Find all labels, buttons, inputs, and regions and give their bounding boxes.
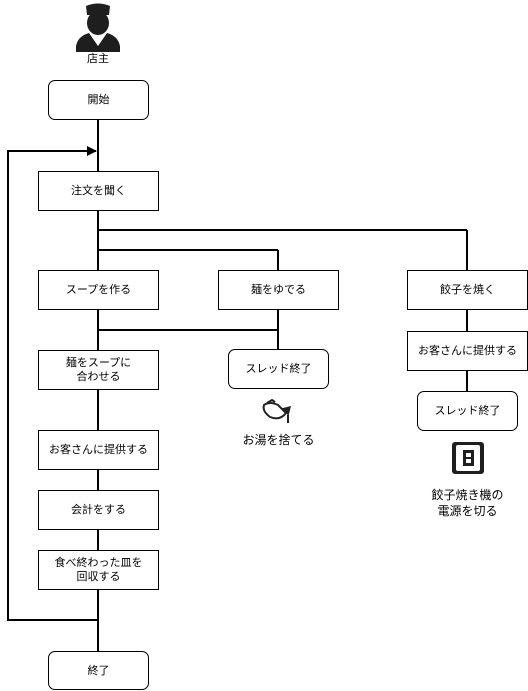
serve-customer-node-right[interactable]: お客さんに提供する [407, 331, 528, 371]
make-soup-node[interactable]: スープを作る [38, 270, 159, 310]
combine-noodles-soup-node[interactable]: 麺をスープに 合わせる [38, 350, 159, 390]
take-order-node[interactable]: 注文を聞く [38, 171, 159, 211]
thread-end-node-middle[interactable]: スレッド終了 [228, 349, 329, 389]
grill-gyoza-node[interactable]: 餃子を焼く [407, 270, 528, 310]
discard-water-label: お湯を捨てる [242, 433, 315, 447]
kettle-pour-icon [262, 399, 292, 423]
end-node[interactable]: 終了 [48, 651, 149, 690]
collect-plates-node[interactable]: 食べ終わった皿を 回収する [38, 550, 159, 590]
checkout-node[interactable]: 会計をする [38, 490, 159, 530]
connector-loop-back [7, 146, 98, 621]
power-switch-icon [452, 442, 484, 474]
start-node[interactable]: 開始 [48, 80, 149, 120]
chef-person-icon [76, 3, 120, 52]
power-off-label: 餃子焼き機の 電源を切る [431, 488, 504, 518]
actor-label: 店主 [87, 52, 109, 65]
boil-noodles-node[interactable]: 麺をゆでる [218, 270, 339, 310]
thread-end-node-right[interactable]: スレッド終了 [417, 391, 518, 431]
serve-customer-node[interactable]: お客さんに提供する [38, 430, 159, 470]
